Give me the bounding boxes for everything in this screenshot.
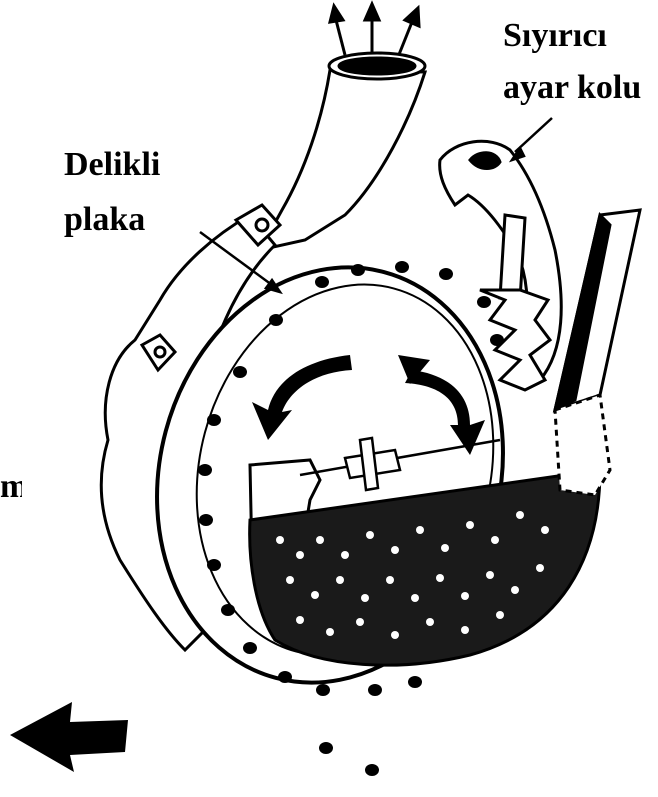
leader-line-scraper — [512, 118, 552, 160]
perforated-plate-label-line2: plaka — [64, 200, 145, 240]
scraper-lever-label-line2: ayar kolu — [503, 68, 658, 108]
seed-outlet — [555, 395, 610, 495]
clipped-label-fragment: m — [0, 467, 22, 507]
travel-direction-arrow-icon — [10, 702, 128, 772]
scraper-lever-label-line1: Sıyırıcı — [503, 16, 607, 56]
suction-tube — [260, 53, 425, 250]
falling-seeds — [319, 742, 379, 776]
air-outlet-arrows-icon — [330, 4, 419, 57]
perforated-plate-label-line1: Delikli — [64, 145, 160, 185]
